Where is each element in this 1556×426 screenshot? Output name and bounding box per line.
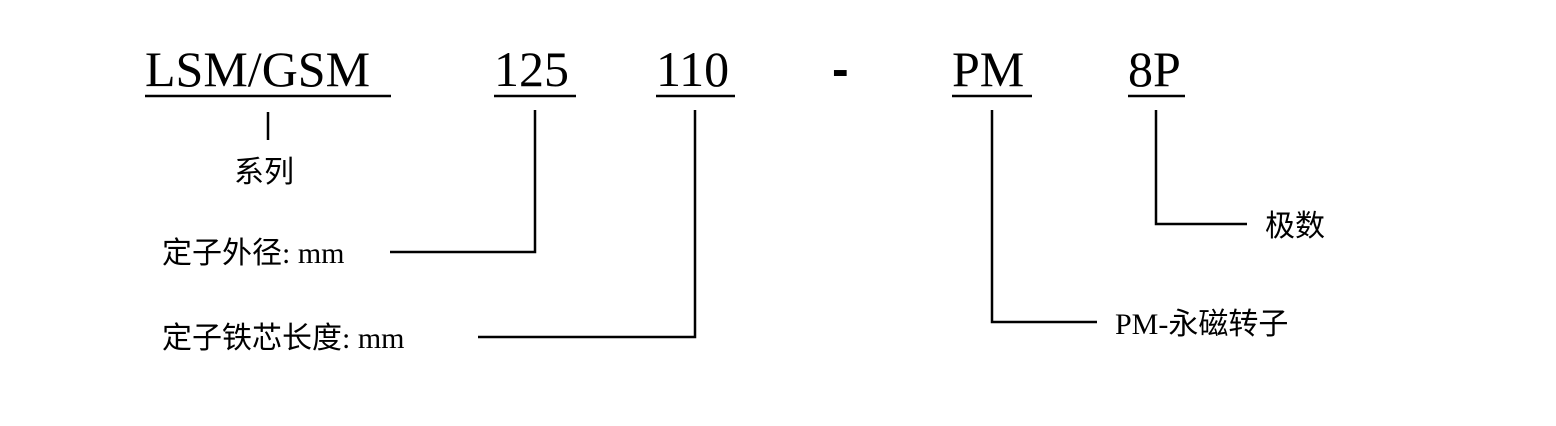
core-length-leader-line <box>478 110 697 339</box>
label-rotor: PM-永磁转子 <box>1115 308 1288 341</box>
label-series: 系列 <box>234 156 294 189</box>
label-poles: 极数 <box>1265 210 1325 243</box>
code-stator-od: 125 <box>494 41 569 97</box>
code-core-length: 110 <box>656 41 729 97</box>
code-series: LSM/GSM <box>145 41 370 97</box>
stator-od-leader-line <box>390 110 537 254</box>
label-core-length: 定子铁芯长度: mm <box>162 322 405 355</box>
code-rotor: PM <box>952 41 1024 97</box>
code-separator: - <box>832 41 849 97</box>
code-poles: 8P <box>1128 41 1181 97</box>
poles-leader-line <box>1154 110 1247 226</box>
label-stator-od: 定子外径: mm <box>162 237 345 270</box>
rotor-leader-line <box>990 110 1097 324</box>
